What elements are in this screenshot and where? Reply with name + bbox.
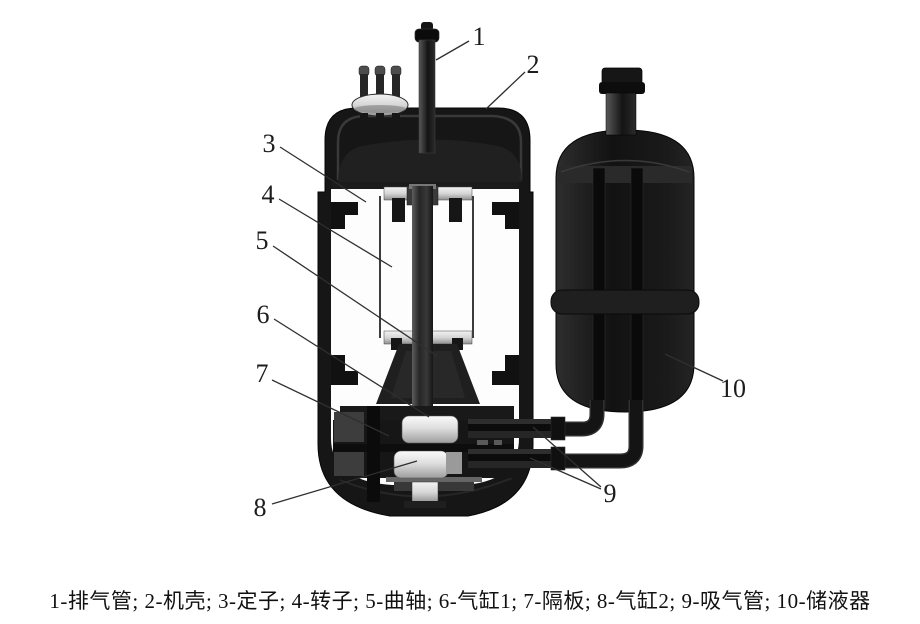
bottom-bracket (394, 481, 474, 508)
callout-1: 1 (473, 22, 486, 51)
accumulator-internal-tube-1 (592, 167, 606, 409)
stator-notch-upper-right (492, 202, 519, 229)
leader-9b (529, 457, 602, 490)
suction-pipe-upper (551, 400, 603, 435)
accumulator-internal-tube-2 (630, 167, 644, 409)
leader-lines (271, 40, 724, 505)
accumulator (550, 67, 700, 413)
stator-notch-lower-left (331, 355, 358, 385)
leader-9a (532, 426, 602, 488)
crankshaft (406, 184, 439, 422)
callout-7: 7 (256, 359, 269, 388)
discharge-pipe (414, 22, 440, 154)
callout-8: 8 (254, 493, 267, 522)
suction-pipe-lower (553, 400, 642, 467)
accumulator-top-band (558, 166, 692, 183)
terminal-assembly (351, 65, 409, 134)
suction-pipe-stub-upper (468, 416, 566, 441)
rolling-piston-2 (393, 450, 449, 479)
callout-9: 9 (604, 479, 617, 508)
leader-10 (664, 353, 724, 382)
upper-bearing-band (340, 406, 514, 422)
stator-notch-upper-left (331, 202, 358, 229)
leader-3 (279, 146, 367, 203)
leader-5 (272, 245, 438, 357)
callout-10: 10 (720, 374, 746, 403)
figure-caption: 1-排气管; 2-机壳; 3-定子; 4-转子; 5-曲轴; 6-气缸1; 7-… (49, 589, 871, 613)
callout-3: 3 (263, 129, 276, 158)
leader-4 (278, 198, 393, 268)
rotor (379, 186, 474, 350)
leader-2 (485, 71, 526, 110)
leader-7 (271, 379, 390, 437)
leader-6 (273, 318, 430, 418)
terminal-pins-upper (358, 65, 402, 97)
callout-numbers: 1 2 3 4 5 6 7 8 9 10 (254, 22, 747, 522)
callout-2: 2 (527, 50, 540, 79)
accumulator-body (555, 129, 695, 413)
callout-5: 5 (256, 226, 269, 255)
callout-6: 6 (257, 300, 270, 329)
stator-notch-lower-right (492, 355, 519, 385)
callout-4: 4 (262, 180, 275, 209)
accumulator-inlet-ring (599, 82, 645, 94)
partition-plate (333, 444, 514, 452)
accumulator-dome-seam (560, 159, 690, 173)
rolling-piston-1 (401, 415, 459, 444)
leader-8 (271, 460, 418, 505)
accumulator-girth-band (550, 289, 700, 315)
leader-1 (435, 40, 470, 61)
terminal-pins-lower (360, 113, 400, 134)
compressor (317, 22, 566, 517)
accumulator-inlet-cap (601, 67, 643, 85)
stator (331, 202, 519, 385)
accumulator-inlet-pipe (605, 92, 637, 136)
suction-connection-pipes (551, 400, 644, 469)
shell-dome-cap (338, 139, 522, 182)
